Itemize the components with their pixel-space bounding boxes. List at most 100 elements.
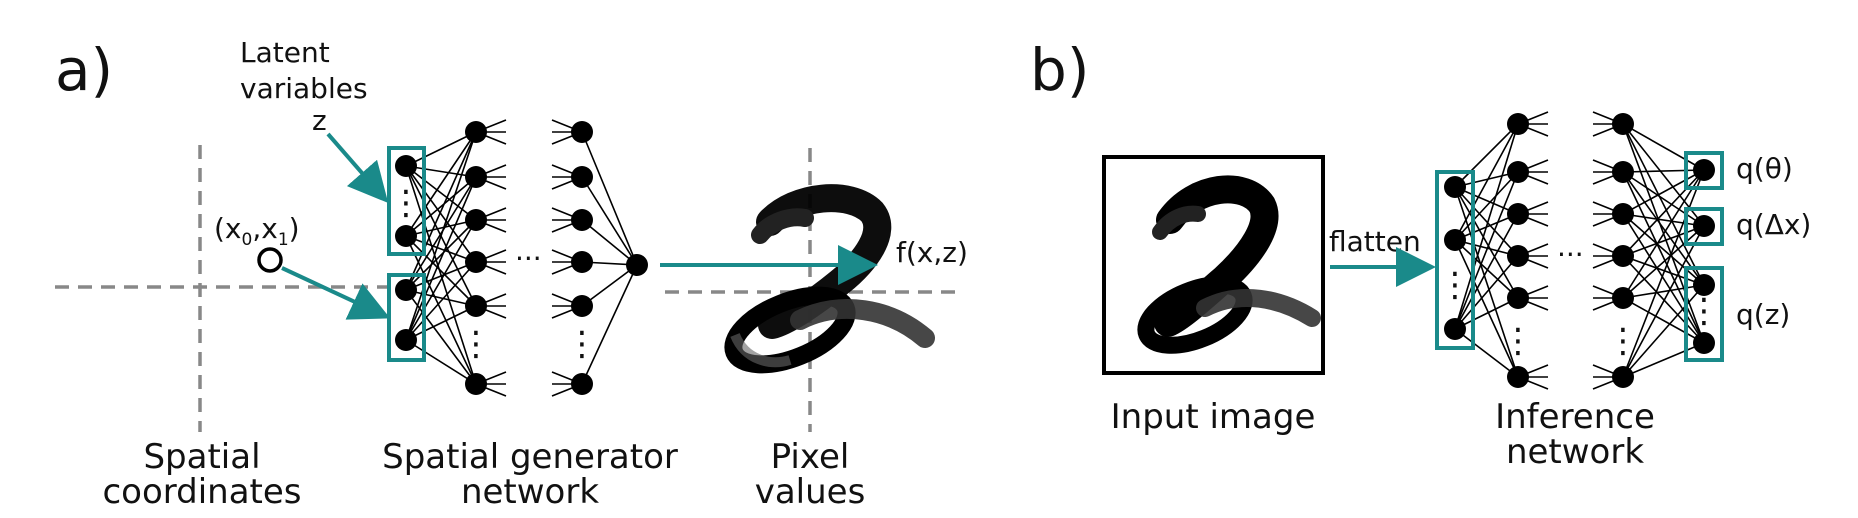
inference-edge — [1622, 169, 1705, 378]
inference-node — [1612, 287, 1634, 309]
output-label-delta-x: q(Δx) — [1736, 208, 1811, 241]
latent-input-box — [387, 146, 426, 256]
output-label-theta: q(θ) — [1736, 152, 1793, 185]
spatial-coordinates-line1: Spatial — [143, 437, 260, 477]
generator-edge — [405, 219, 477, 237]
inference-edge — [1454, 186, 1519, 257]
generator-node — [395, 155, 417, 177]
generator-node — [465, 209, 487, 231]
inference-edge — [1454, 239, 1519, 378]
generator-edge — [405, 261, 477, 291]
inference-node — [1507, 113, 1529, 135]
generator-edge — [405, 165, 477, 221]
generator-edge — [405, 165, 477, 178]
generator-node — [571, 166, 593, 188]
inf-hidden-ellipsis: ... — [1557, 230, 1584, 263]
output-label: f(x,z) — [896, 236, 968, 269]
latent-label-line1: Latent — [240, 36, 330, 69]
latent-box-ellipsis: ⋮ — [389, 183, 423, 223]
inference-edge — [1454, 186, 1519, 299]
inference-edge — [1622, 169, 1705, 215]
inference-edge — [1622, 255, 1705, 286]
inference-network-line1: Inference — [1495, 397, 1655, 437]
generator-edge — [405, 235, 477, 307]
generator-edge — [405, 131, 477, 237]
gen-layer2-ellipsis: ⋮ — [565, 324, 599, 364]
inference-edge — [1622, 342, 1705, 378]
panel-b: b) Input image flatten ⋮ ⋮ ⋮ ... ⋮ q(θ) — [1030, 36, 1811, 472]
output-box-delta-x — [1684, 207, 1724, 246]
inference-node — [1507, 287, 1529, 309]
generator-edge — [405, 131, 477, 341]
generator-node — [571, 251, 593, 273]
generator-edge — [405, 219, 477, 291]
inf-layer2-ellipsis: ⋮ — [1606, 321, 1640, 361]
generator-edge — [581, 264, 638, 307]
generator-node — [571, 121, 593, 143]
generator-edge — [405, 235, 477, 385]
inference-edge — [1454, 171, 1519, 241]
inference-edge — [1622, 169, 1705, 173]
generator-node — [465, 373, 487, 395]
generator-node — [465, 251, 487, 273]
inference-edge — [1454, 239, 1519, 299]
output-z-ellipsis: ⋮ — [1687, 291, 1721, 331]
flatten-input-box — [1435, 170, 1475, 350]
input-layer-ellipsis: ⋮ — [1438, 265, 1472, 305]
inference-edge — [1622, 213, 1705, 286]
input-image-digit — [1137, 175, 1321, 354]
inference-node — [1612, 161, 1634, 183]
inference-edge — [1454, 297, 1519, 330]
inference-edge — [1622, 123, 1705, 286]
inference-node — [1612, 366, 1634, 388]
inference-edge — [1622, 284, 1705, 299]
inference-edge — [1622, 169, 1705, 257]
inference-node — [1507, 245, 1529, 267]
generator-edge — [405, 289, 477, 307]
generator-network — [395, 119, 648, 397]
panel-a: a) Latent variables z (x0,x1) ⋮ ⋮ ⋮ ... — [55, 36, 968, 512]
coord-label-open: (x — [214, 212, 242, 245]
inference-node — [1612, 203, 1634, 225]
inference-node — [1507, 161, 1529, 183]
generator-edges — [405, 131, 638, 385]
inference-edge — [1622, 123, 1705, 171]
generator-nodes — [395, 121, 648, 395]
generator-edge — [581, 176, 638, 266]
coord-label-close: ) — [289, 212, 300, 245]
generator-node — [465, 121, 487, 143]
inference-edge — [1622, 213, 1705, 227]
inference-edge — [1454, 123, 1519, 330]
generator-edge — [405, 219, 477, 341]
inference-edge — [1454, 255, 1519, 330]
inference-edge — [1454, 328, 1519, 378]
gen-layer1-ellipsis: ⋮ — [459, 324, 493, 364]
latent-arrow — [326, 132, 389, 204]
inference-edge — [1454, 186, 1519, 215]
generator-edge — [405, 165, 477, 263]
inference-nodes — [1444, 113, 1715, 388]
output-label-z: q(z) — [1736, 298, 1790, 331]
inference-edge — [1622, 169, 1705, 299]
generator-edge — [581, 264, 638, 385]
generator-edge — [405, 131, 477, 167]
inference-edge — [1454, 171, 1519, 330]
inference-node — [1693, 332, 1715, 354]
generator-node — [571, 295, 593, 317]
generator-node — [465, 295, 487, 317]
generator-node — [571, 373, 593, 395]
coord-input-box — [387, 273, 426, 362]
inference-edge — [1454, 186, 1519, 378]
generator-edge — [405, 305, 477, 341]
generator-edge — [581, 131, 638, 266]
input-image-label: Input image — [1111, 397, 1316, 437]
inference-edge — [1622, 225, 1705, 378]
generator-network-line2: network — [461, 472, 599, 512]
inference-edge — [1622, 284, 1705, 378]
output-box-theta — [1684, 151, 1724, 190]
inference-edge — [1622, 171, 1705, 344]
pixel-digit-image — [724, 184, 935, 374]
inference-edge — [1622, 213, 1705, 344]
inference-edge — [1622, 225, 1705, 299]
